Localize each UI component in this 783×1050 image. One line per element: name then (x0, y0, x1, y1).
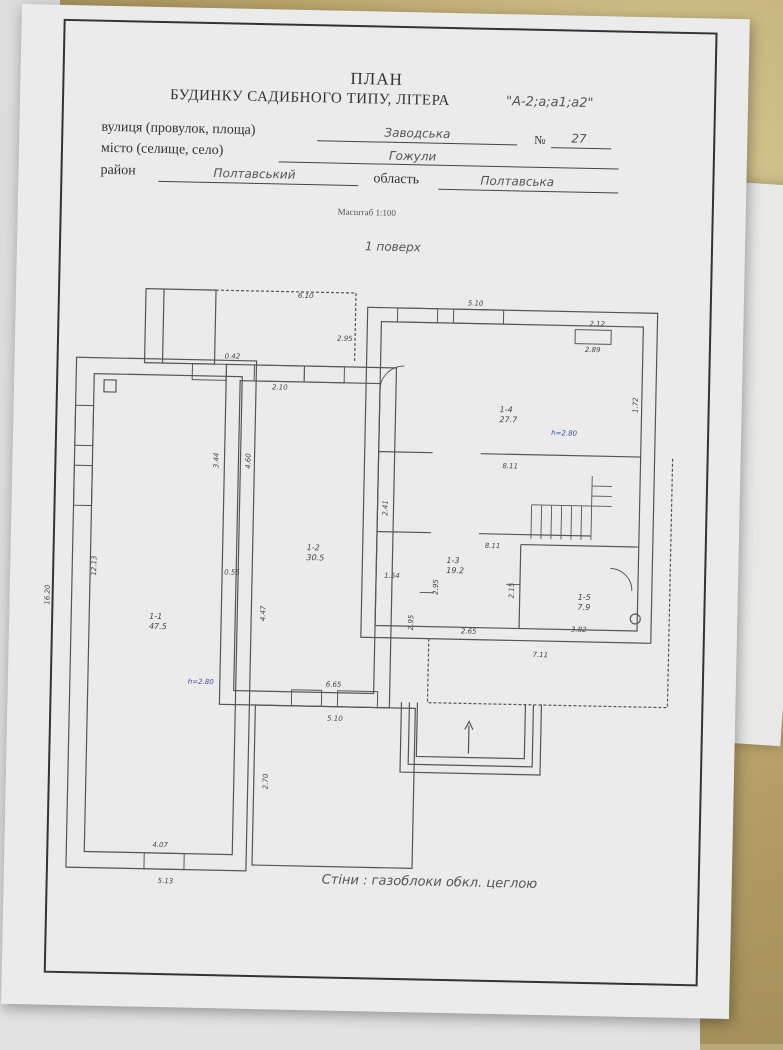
dim-top-c: 2.12 (589, 320, 605, 328)
dim-bottom-c: 6.65 (326, 681, 342, 689)
room-5-id: 1-5 (578, 593, 591, 602)
entrance-steps (400, 702, 541, 775)
left-wing-inner-wall (84, 374, 242, 855)
dim-left-inner: 12.13 (90, 556, 98, 576)
middle-room-wall (219, 364, 396, 707)
stove-symbol (104, 380, 116, 392)
dim-d1: 2.95 (337, 335, 353, 343)
dim-bottom-d: 5.10 (327, 715, 343, 723)
dim-corr2: 8.11 (485, 542, 501, 550)
room-4-height: h=2.80 (551, 429, 578, 438)
room-2-area: 30.5 (306, 553, 324, 562)
room-5-area: 7.9 (577, 603, 590, 612)
dim-r-a: 2.41 (381, 500, 389, 516)
dim-r-e: 2.15 (508, 582, 516, 598)
dim-left-total: 16.20 (43, 584, 51, 605)
fixture-circle (630, 614, 640, 624)
lower-extension-wall (252, 705, 415, 868)
floor-plan-drawing: 6.10 5.10 2.12 2.95 0.42 2.10 2.89 16.20… (2, 4, 750, 979)
dim-d3: 2.10 (272, 383, 288, 391)
dim-d4: 2.89 (585, 346, 601, 354)
dim-mid-h: 4.60 (244, 453, 252, 469)
upper-left-annex (145, 289, 217, 364)
room-3-id: 1-3 (446, 556, 459, 565)
room-1-id: 1-1 (149, 612, 162, 621)
room-1-area: 47.5 (149, 622, 167, 631)
dim-mid-h2: 4.47 (259, 605, 267, 621)
room-4-id: 1-4 (500, 405, 513, 414)
dim-r-h: 7.11 (532, 651, 548, 659)
room-4-area: 27.7 (499, 415, 518, 424)
dim-mid-w: 0.55 (224, 568, 240, 576)
document-sheet: ПЛАН БУДИНКУ САДИБНОГО ТИПУ, ЛІТЕРА "А-2… (1, 4, 750, 1019)
dim-corr1: 8.11 (502, 462, 518, 470)
room-1-height: h=2.80 (188, 678, 215, 687)
dim-r-f: 2.65 (461, 627, 477, 635)
dim-top-a: 6.10 (298, 292, 314, 300)
dim-r-b: 1.54 (384, 572, 400, 580)
dim-d2: 0.42 (225, 352, 241, 360)
dim-r-i: 1.72 (632, 397, 640, 413)
doors (376, 366, 637, 597)
dim-left-c: 5.13 (158, 877, 174, 885)
dim-top-b: 5.10 (468, 299, 484, 307)
terrace-dashed-outline (427, 453, 672, 708)
room-3-area: 19.2 (446, 566, 464, 575)
dim-ext: 2.70 (262, 773, 270, 789)
dim-r-d: 2.95 (407, 614, 415, 630)
dim-r-g: 3.82 (571, 626, 587, 634)
room-2-id: 1-2 (307, 543, 320, 552)
dim-r-c: 2.95 (432, 579, 440, 595)
dim-left-b: 4.07 (152, 841, 168, 849)
staircase (531, 475, 612, 541)
dim-room-w: 3.44 (212, 452, 220, 468)
windows (66, 301, 612, 878)
